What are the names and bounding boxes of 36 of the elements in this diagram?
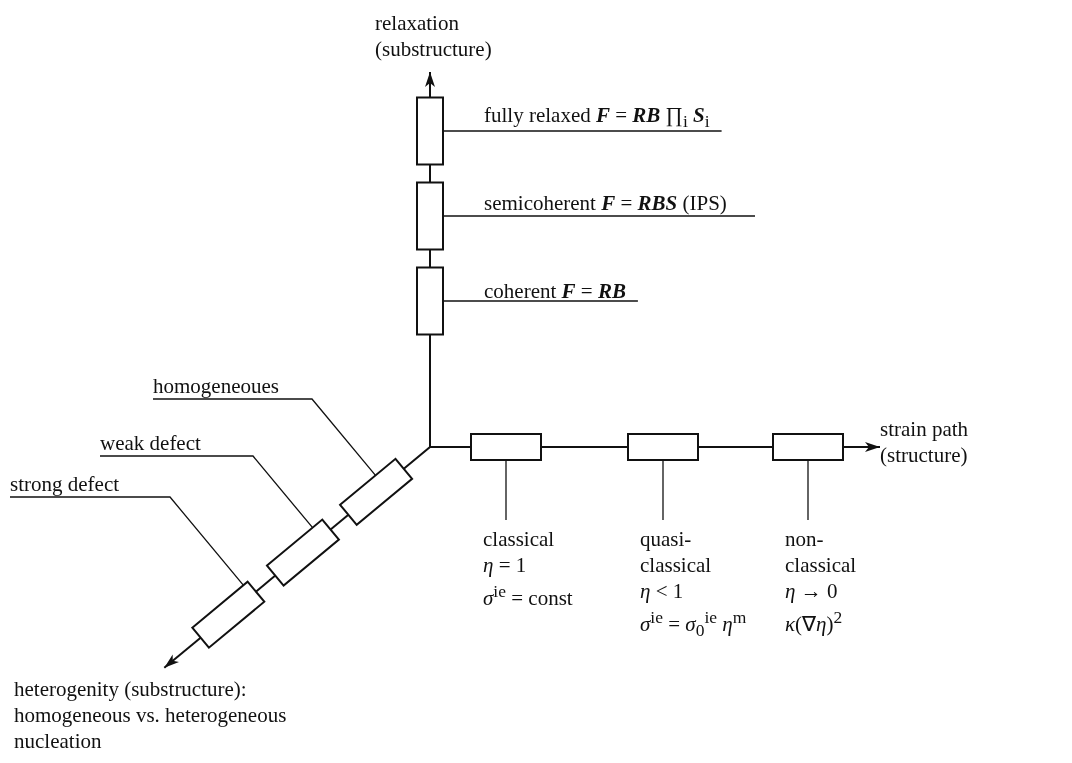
element-box bbox=[470, 433, 542, 461]
annotation-text: η = 1 bbox=[483, 552, 528, 578]
leader-text: homogeneoues bbox=[153, 371, 312, 399]
leader-line bbox=[152, 398, 377, 477]
annotation-text: σ$^{ie}$ = const bbox=[483, 580, 574, 611]
element-box bbox=[265, 518, 341, 587]
element-box bbox=[338, 457, 414, 527]
leader-line bbox=[9, 496, 244, 586]
leader-text: strong defect bbox=[10, 469, 170, 497]
annotation-text: σ$^{ie}$ = σ$_{0}$$^{ie}$ η$^{m}$ bbox=[640, 606, 748, 643]
annotation-text: κ(∇η)$^{2}$ bbox=[785, 606, 844, 637]
leader-text: weak defect bbox=[100, 428, 253, 456]
axis-line bbox=[329, 513, 350, 531]
axis-label: strain path (structure) bbox=[880, 408, 1060, 468]
element-box bbox=[772, 433, 844, 461]
leader-line bbox=[662, 459, 664, 521]
annotation-text: classical bbox=[483, 526, 556, 552]
element-box bbox=[190, 580, 266, 650]
axis-arrow bbox=[163, 636, 202, 669]
leader-line bbox=[807, 459, 809, 521]
axis-line bbox=[254, 574, 277, 593]
element-box bbox=[416, 181, 444, 251]
annotation-text: η → 0 bbox=[785, 578, 839, 604]
leader-text: coherent F = RB bbox=[448, 271, 755, 304]
leader-text: semicoherent F = RBS (IPS) bbox=[448, 188, 755, 216]
annotation-text: η < 1 bbox=[640, 578, 685, 604]
leader-line bbox=[99, 455, 314, 529]
element-box bbox=[627, 433, 699, 461]
leader-text: fully relaxed F = RB ∏$_{i}$ S$_{i}$ bbox=[448, 101, 755, 134]
axis-label: relaxation (substructure) bbox=[375, 8, 535, 72]
element-box bbox=[416, 266, 444, 336]
element-box bbox=[416, 96, 444, 166]
axis-line bbox=[402, 333, 431, 470]
axis-label: heterogenity (substructure): homogeneous vs. heterogeneous nucleation bbox=[14, 668, 296, 754]
axis-arrow bbox=[425, 71, 435, 99]
leader-line bbox=[505, 459, 507, 521]
